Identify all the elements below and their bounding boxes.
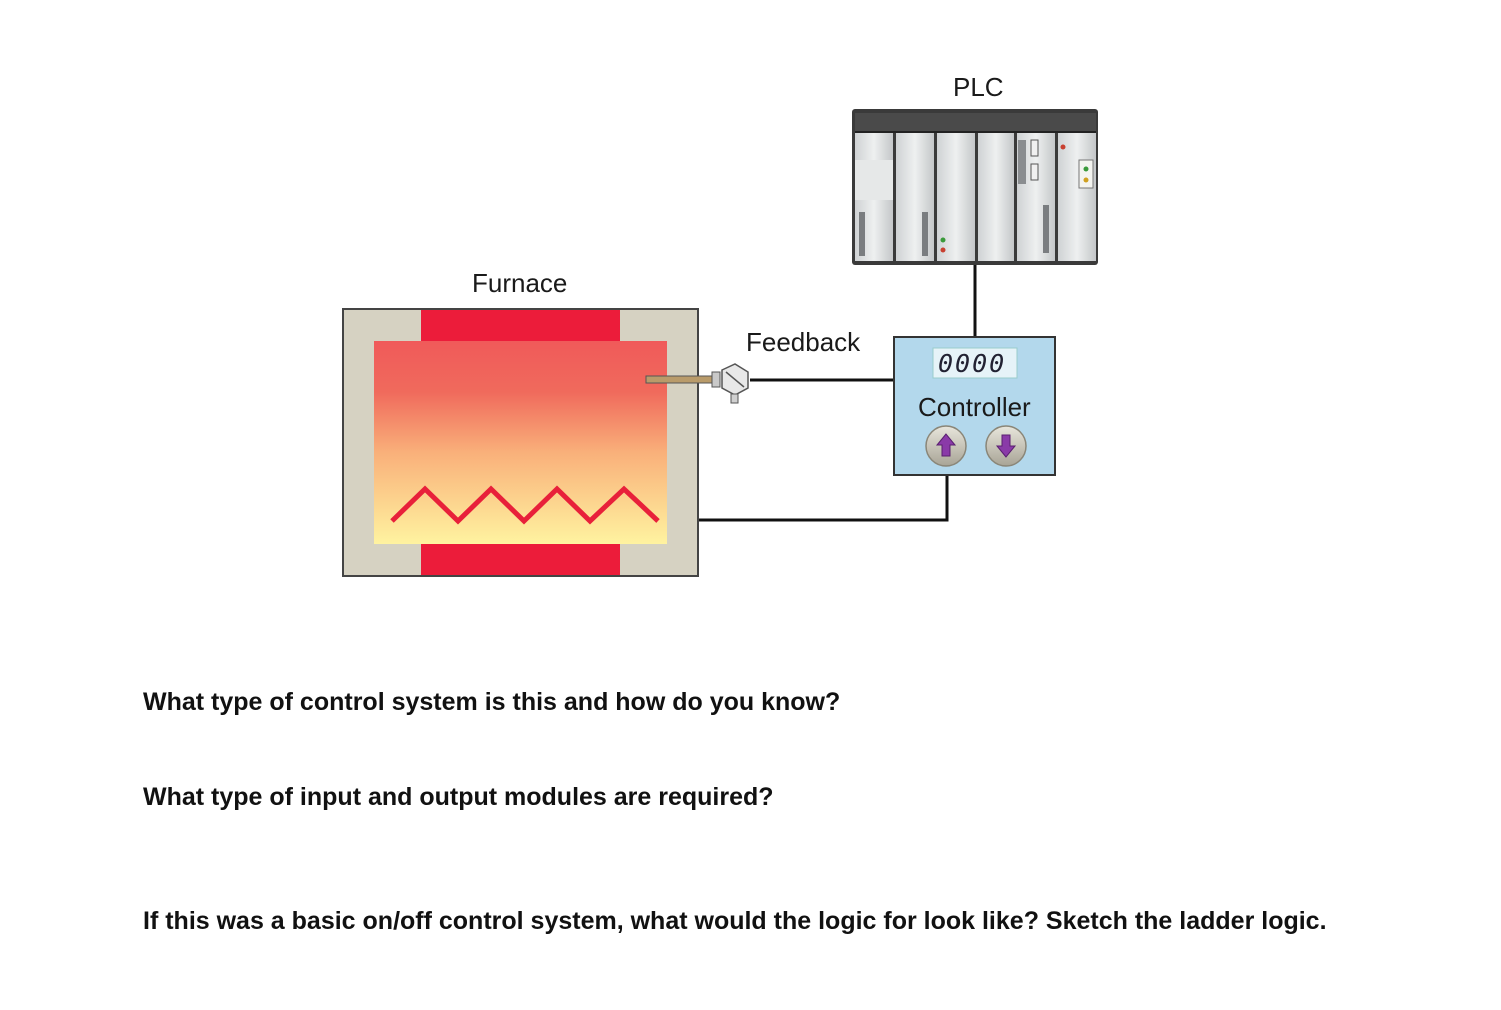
arrow-down-icon bbox=[995, 434, 1017, 458]
controller-display: 0000 bbox=[938, 349, 1007, 378]
plc-module bbox=[855, 132, 893, 261]
controller-label: Controller bbox=[918, 392, 1031, 422]
plc-rack bbox=[852, 109, 1098, 265]
heater-output-wire bbox=[658, 476, 949, 522]
feedback-label: Feedback bbox=[746, 327, 861, 357]
furnace bbox=[342, 308, 699, 577]
plc-module bbox=[1017, 132, 1065, 261]
furnace-bottom-insulation bbox=[421, 543, 620, 575]
wiring bbox=[658, 265, 977, 522]
controller bbox=[893, 336, 1056, 476]
arrow-up-icon bbox=[935, 433, 957, 457]
temperature-probe-icon bbox=[645, 363, 749, 404]
question-3: If this was a basic on/off control syste… bbox=[143, 907, 1327, 935]
furnace-chamber bbox=[374, 341, 667, 544]
furnace-label: Furnace bbox=[472, 268, 568, 298]
question-1: What type of control system is this and … bbox=[143, 688, 841, 716]
plc-power-module bbox=[1058, 132, 1096, 261]
plc-label: PLC bbox=[953, 72, 1004, 102]
heating-element bbox=[390, 485, 660, 525]
plc-module bbox=[896, 132, 934, 261]
question-2: What type of input and output modules ar… bbox=[143, 783, 774, 811]
furnace-top-insulation bbox=[421, 310, 620, 342]
controller-display-panel bbox=[932, 347, 1018, 379]
plc-module bbox=[978, 132, 1014, 261]
control-system-diagram bbox=[342, 109, 1098, 577]
plc-module bbox=[937, 132, 975, 261]
